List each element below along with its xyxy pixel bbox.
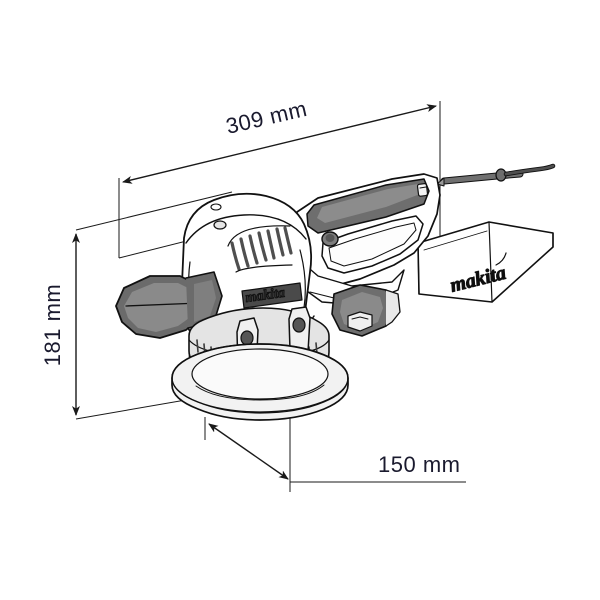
dust-bag-logo-swoosh [495,252,507,266]
pad-inner-ring [191,348,329,400]
housing-top-mark [210,203,222,211]
housing-crown-line [185,214,307,244]
top-handle-highlight [317,184,420,223]
switch-paddle [347,311,373,332]
dim-label-length: 309 mm [224,96,310,139]
housing-right-crease [299,249,306,309]
ref-line-height-top [75,191,233,231]
switch-assembly [331,284,401,337]
dust-bag-body [417,221,554,303]
dust-bag-fold-2 [417,242,420,295]
lock-button-inner [325,234,335,242]
vent-slots [230,226,293,271]
handle-shell [293,173,441,306]
front-knob-highlight [124,283,198,332]
nameplate [241,282,303,309]
cord-lead-fill [504,164,555,176]
pad-top-face [171,343,349,413]
dust-bag-fold-1 [488,221,493,303]
front-knob [115,271,223,339]
dust-bag-seam [423,230,488,251]
rear-button [416,183,429,197]
vent-frame-top [227,225,291,247]
clamp-tab-right-screw [292,317,306,333]
tool-illustration: makita [115,163,556,421]
clamp-tab-left-screw [240,330,254,346]
dim-line-length [122,104,437,184]
dim-label-height: 181 mm [40,284,65,366]
vent-frame-bottom [235,264,293,273]
rear-button-line [419,186,427,189]
dim-length-group: 309 mm [122,96,437,184]
switch-side-cap [385,289,401,327]
pad-contour [195,384,325,401]
sanding-pad [171,343,349,421]
dim-height-group: 181 mm [40,233,80,416]
dust-bag: makita [417,221,554,303]
handle-opening-inner [328,222,417,267]
dim-label-pad: 150 mm [378,452,460,477]
nameplate-logo: makita [244,286,285,306]
power-cord [436,163,556,187]
housing-dimple [213,220,227,230]
dim-pad-group: 150 mm [208,423,460,480]
front-knob-neck-highlight [194,280,216,322]
switch-paddle-line [351,316,369,320]
dim-line-pad [208,423,289,480]
